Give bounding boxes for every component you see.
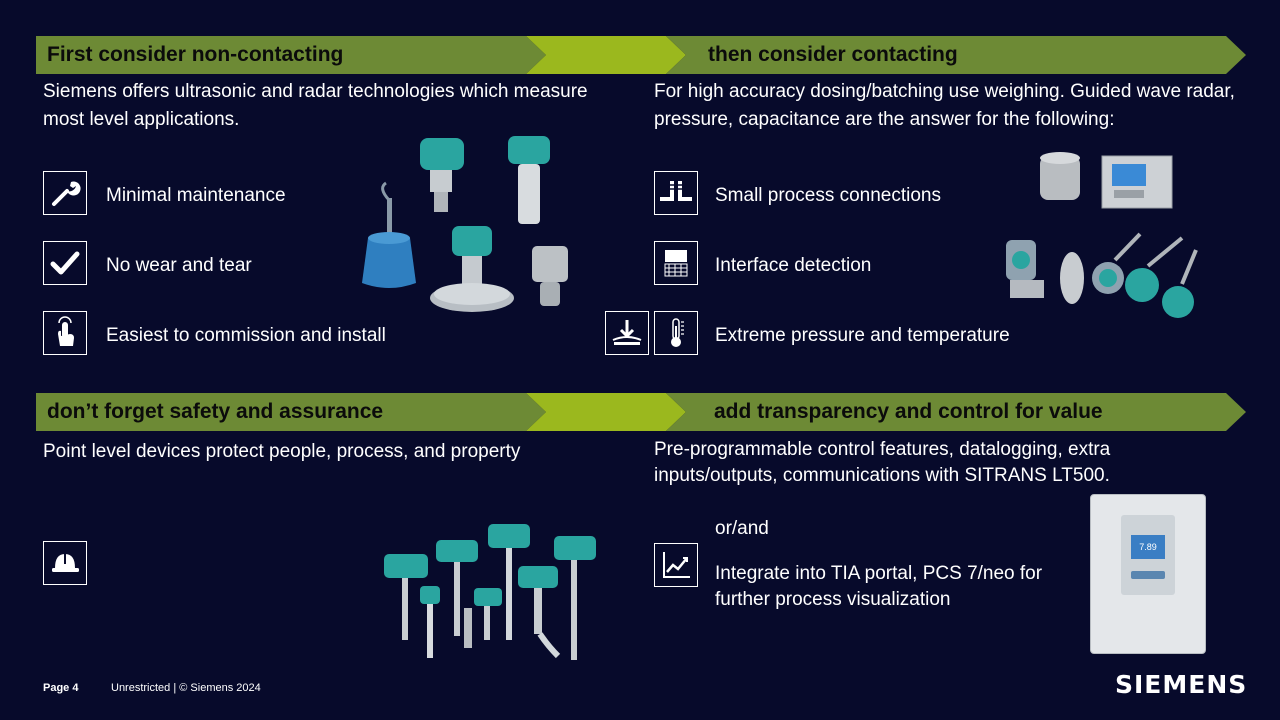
or-and-text: or/and (715, 518, 769, 539)
heading-contacting: then consider contacting (708, 43, 958, 66)
checkmark-icon (43, 241, 87, 285)
classification-text: Unrestricted | © Siemens 2024 (111, 682, 261, 694)
integrate-text: Integrate into TIA portal, PCS 7/neo for… (715, 563, 1043, 610)
non-contacting-devices-image (362, 136, 568, 312)
interface-layers-icon (654, 241, 698, 285)
pressure-down-icon (605, 311, 649, 355)
controller-display: 7.89 (1131, 535, 1165, 559)
feature-extreme-pressure: Extreme pressure and temperature (715, 325, 1010, 346)
feature-easiest-commission: Easiest to commission and install (106, 325, 386, 346)
page-number: Page 4 (43, 682, 79, 694)
top-banner-arrows (36, 36, 1246, 74)
process-connection-icon (654, 171, 698, 215)
contacting-description: For high accuracy dosing/batching use we… (654, 81, 1235, 130)
safety-description: Point level devices protect people, proc… (43, 441, 521, 462)
non-contacting-description: Siemens offers ultrasonic and radar tech… (43, 81, 588, 130)
feature-minimal-maintenance: Minimal maintenance (106, 185, 286, 206)
transparency-description: Pre-programmable control features, datal… (654, 439, 1111, 486)
thermometer-icon (654, 311, 698, 355)
heading-safety: don’t forget safety and assurance (47, 400, 384, 423)
point-level-devices-image (384, 524, 596, 660)
contacting-devices-image (1006, 152, 1198, 318)
hard-hat-icon (43, 541, 87, 585)
siemens-logo: SIEMENS (1115, 670, 1248, 699)
heading-non-contacting: First consider non-contacting (47, 43, 344, 66)
bottom-banner: don’t forget safety and assurance add tr… (36, 393, 1248, 431)
touch-hand-icon (43, 311, 87, 355)
controller-keypad (1131, 571, 1165, 579)
feature-small-connections: Small process connections (715, 185, 941, 206)
feature-no-wear: No wear and tear (106, 255, 252, 276)
trend-chart-icon (654, 543, 698, 587)
bottom-banner-arrows (36, 393, 1246, 431)
wrench-icon (43, 171, 87, 215)
sitrans-lt500-image: 7.89 (1090, 494, 1206, 654)
heading-transparency: add transparency and control for value (714, 400, 1103, 423)
feature-interface-detection: Interface detection (715, 255, 872, 276)
top-banner: First consider non-contacting then consi… (36, 36, 1248, 74)
